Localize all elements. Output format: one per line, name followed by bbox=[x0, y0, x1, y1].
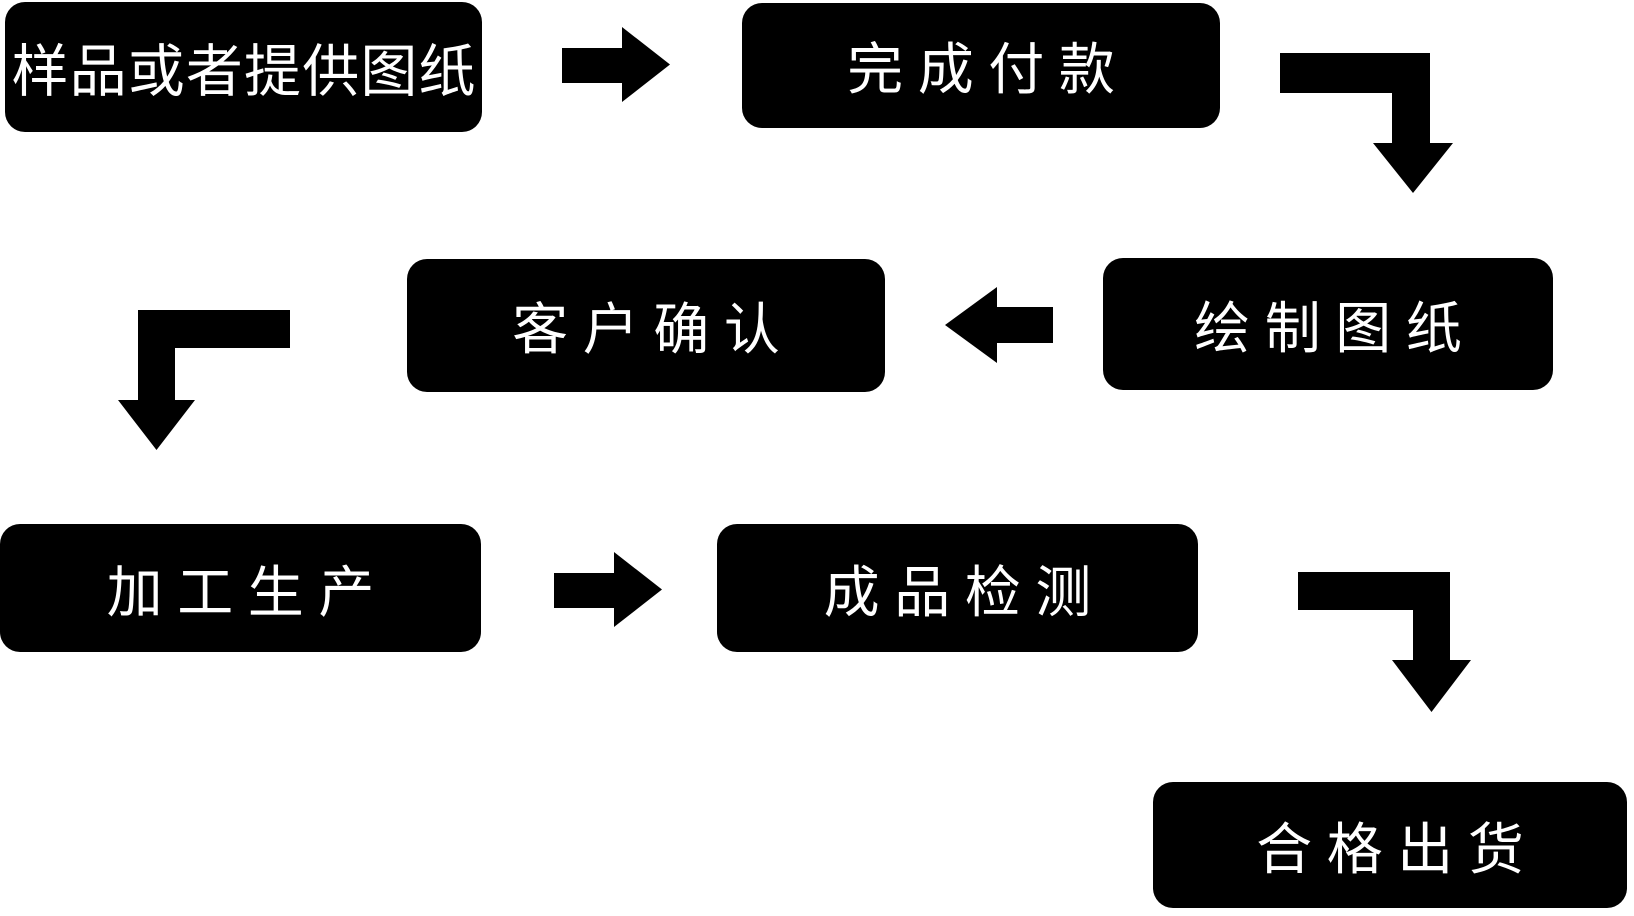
arrow-right-icon bbox=[562, 27, 670, 102]
flow-node-processing-production: 加工生产 bbox=[0, 524, 481, 652]
flow-node-qualified-shipment: 合格出货 bbox=[1153, 782, 1627, 908]
flow-node-draw-drawings: 绘制图纸 bbox=[1103, 258, 1553, 390]
flow-node-product-inspection: 成品检测 bbox=[717, 524, 1198, 652]
node-label: 合格出货 bbox=[1256, 817, 1539, 881]
arrow-left-icon bbox=[945, 287, 1053, 363]
elbow-arrow-left-down-icon bbox=[118, 310, 290, 450]
node-label: 绘制图纸 bbox=[1194, 296, 1477, 360]
flow-node-sample-or-drawings: 样品或者提供图纸 bbox=[5, 2, 482, 132]
node-label: 客户确认 bbox=[512, 298, 795, 361]
node-label: 加工生产 bbox=[106, 560, 389, 624]
node-label: 样品或者提供图纸 bbox=[11, 40, 477, 104]
flow-node-customer-confirm: 客户确认 bbox=[407, 259, 885, 392]
arrow-right-icon bbox=[554, 552, 662, 627]
elbow-arrow-right-down-icon bbox=[1298, 572, 1471, 712]
node-label: 成品检测 bbox=[823, 560, 1106, 624]
node-label: 完成付款 bbox=[847, 38, 1130, 101]
flow-node-complete-payment: 完成付款 bbox=[742, 3, 1220, 128]
elbow-arrow-right-down-icon bbox=[1280, 53, 1453, 193]
